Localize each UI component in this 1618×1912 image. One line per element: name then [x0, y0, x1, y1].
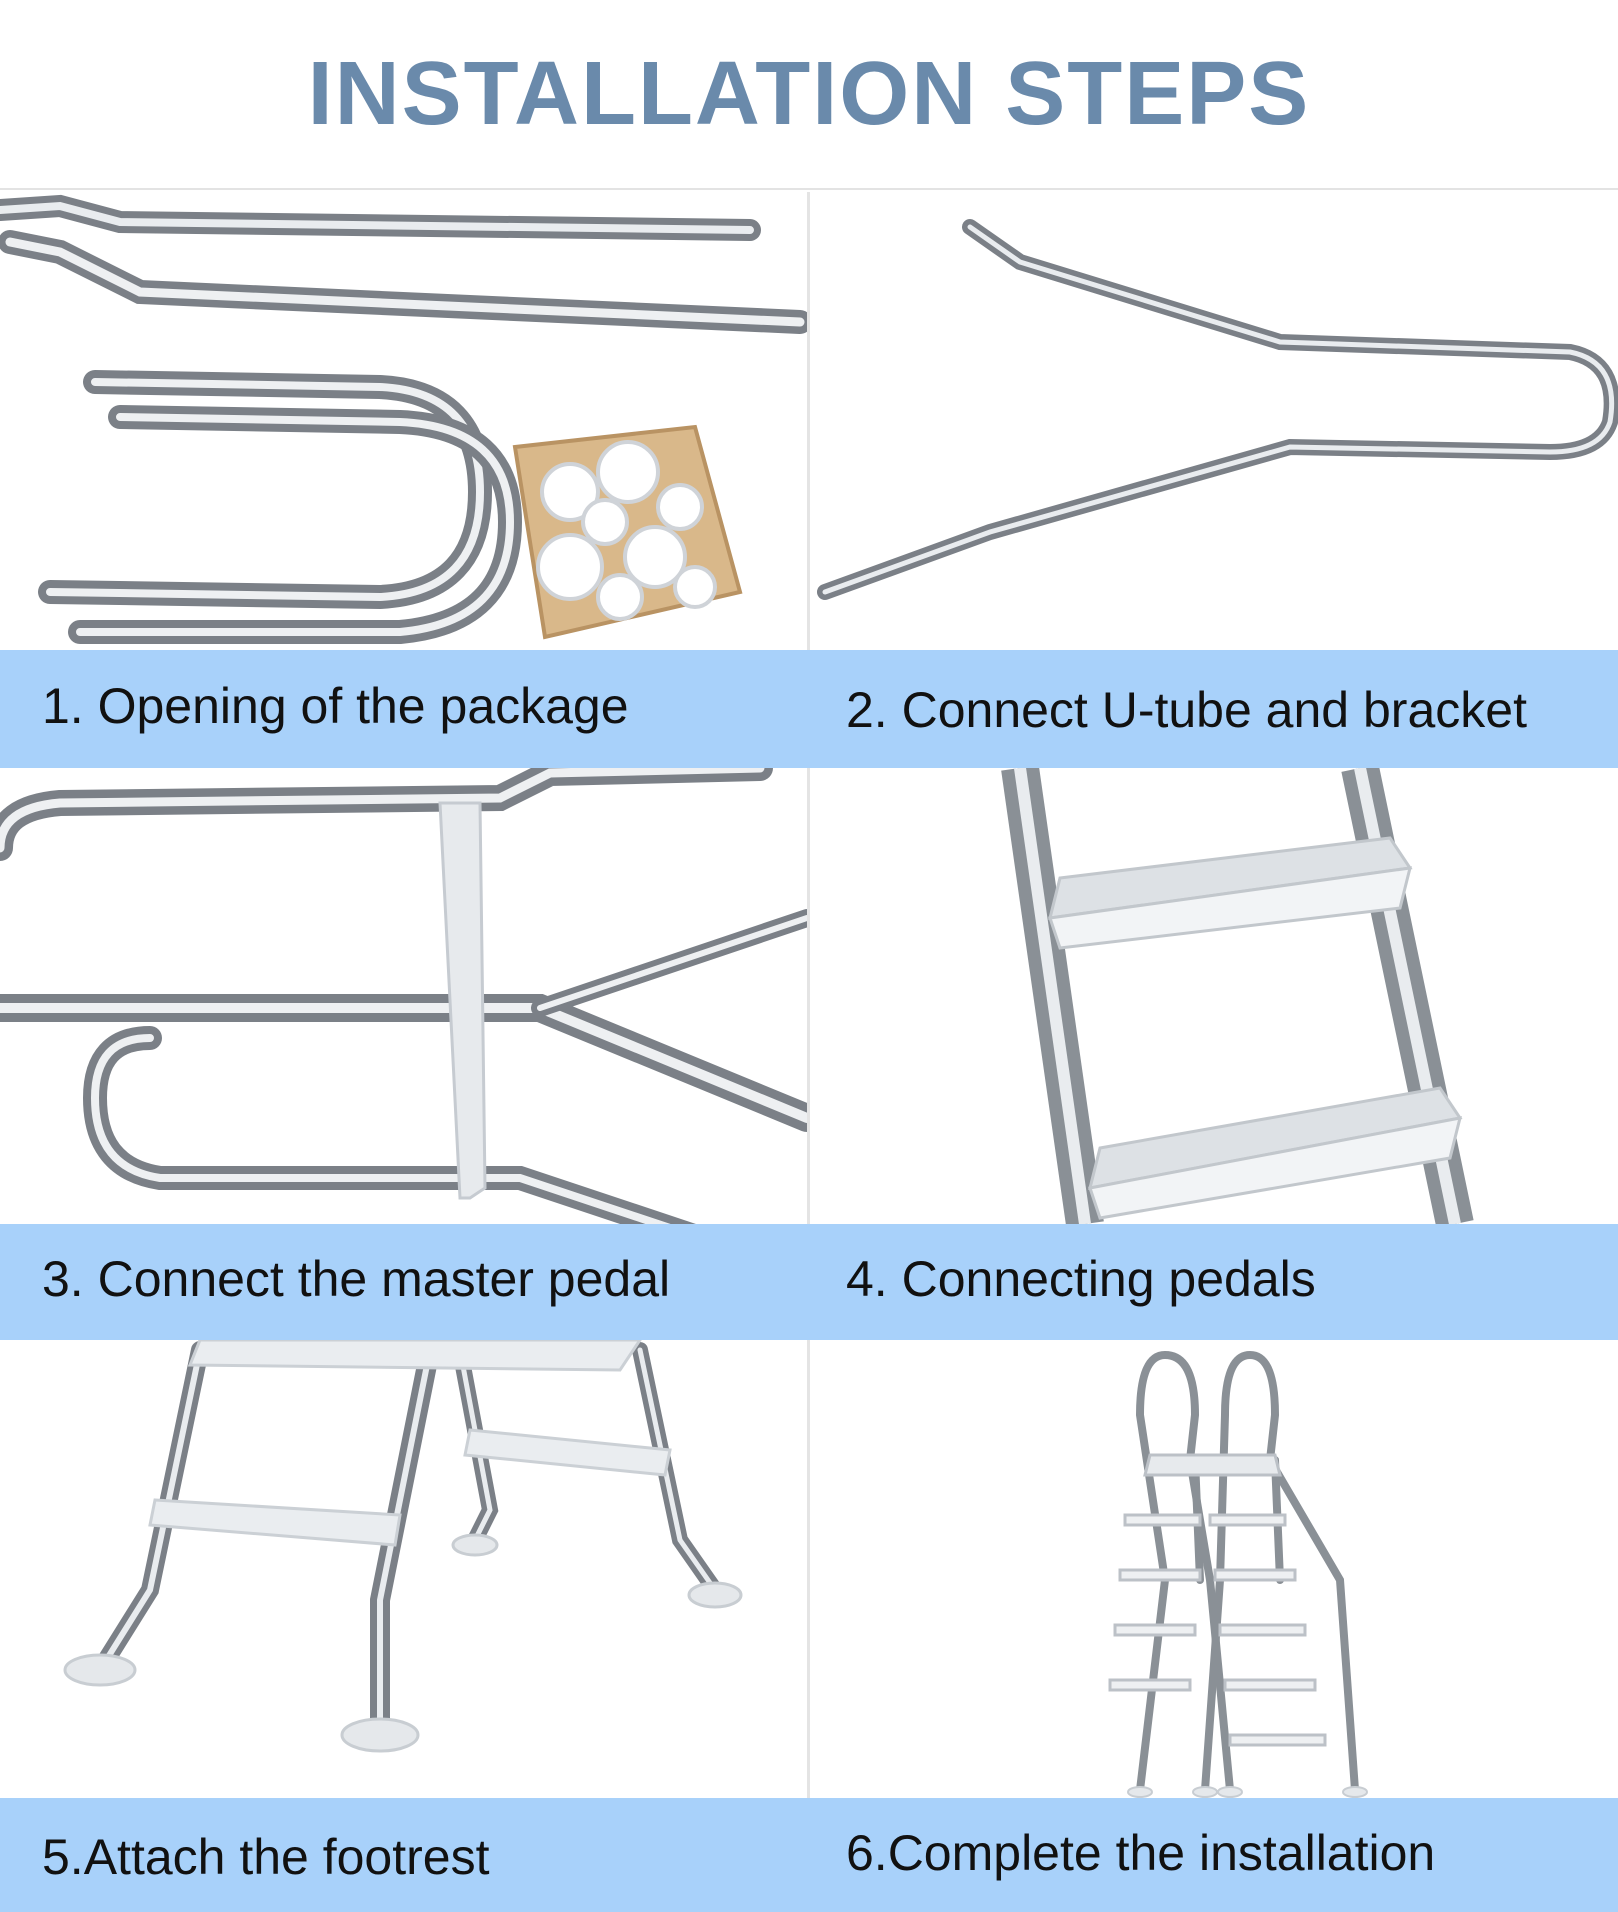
band-row3: [0, 1798, 1618, 1912]
step-4-label: 4. Connecting pedals: [846, 1251, 1316, 1307]
title-bar: INSTALLATION STEPS: [0, 0, 1618, 190]
footrest-image: [0, 1340, 807, 1798]
band-row2: [0, 1224, 1618, 1340]
page-title: INSTALLATION STEPS: [307, 43, 1311, 144]
master-pedal-image: [0, 768, 807, 1224]
u-tube-image: [810, 192, 1618, 650]
divider-row1: [807, 192, 810, 650]
package-parts-image: [0, 192, 807, 650]
pedals-image: [810, 768, 1618, 1224]
step-1-label: 1. Opening of the package: [42, 678, 629, 734]
step-5-label: 5.Attach the footrest: [42, 1829, 490, 1885]
step-2-label: 2. Connect U-tube and bracket: [846, 682, 1527, 738]
complete-ladder-image: [810, 1340, 1618, 1798]
divider-row3: [807, 1340, 810, 1798]
divider-row2: [807, 768, 810, 1224]
step-3-label: 3. Connect the master pedal: [42, 1251, 671, 1307]
step-6-label: 6.Complete the installation: [846, 1825, 1436, 1881]
band-row1: [0, 650, 1618, 768]
